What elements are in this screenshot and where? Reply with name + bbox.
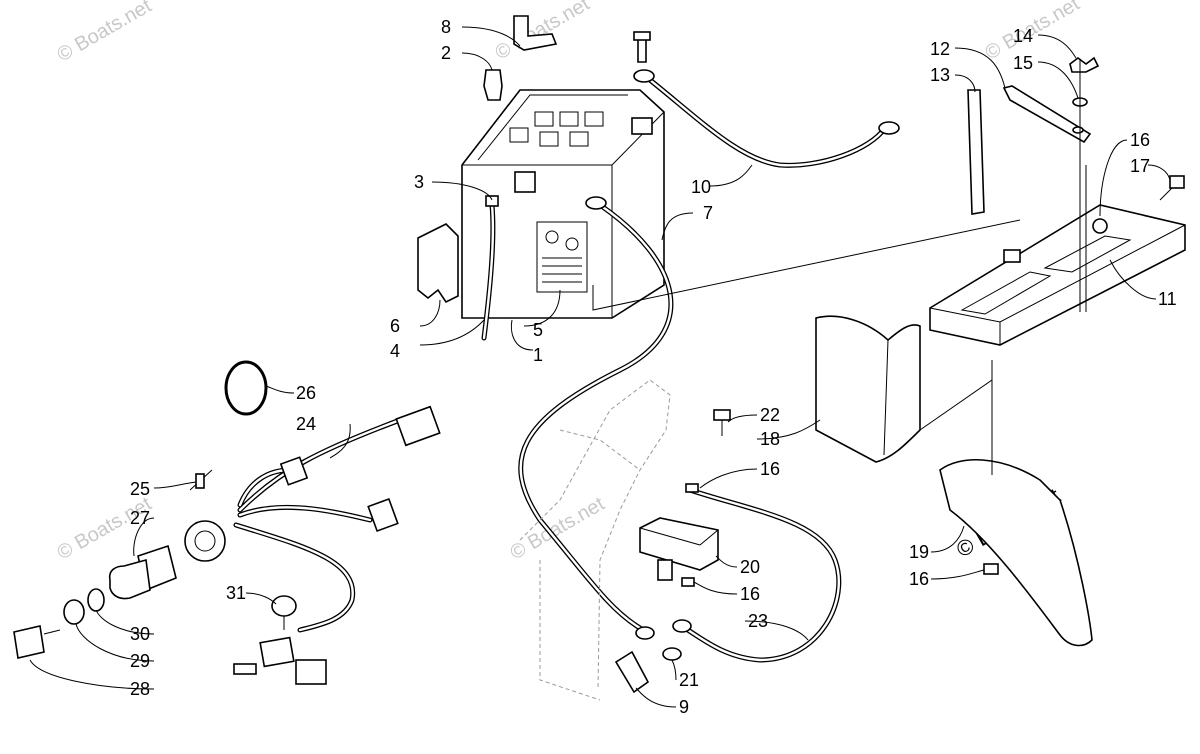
leader-lines [29, 26, 1171, 708]
cable-10-drawing [633, 31, 900, 168]
callout-24: 24 [296, 414, 316, 434]
callout-18: 18 [760, 429, 780, 449]
shield-drawing [815, 315, 921, 463]
battery-drawing [461, 89, 665, 319]
callout-29: 29 [130, 651, 150, 671]
callout-19: 19 [909, 542, 929, 562]
callout-26: 26 [296, 383, 316, 403]
callout-16-bracket: 16 [760, 459, 780, 479]
callout-5: 5 [533, 320, 543, 340]
hold-down-drawing [967, 56, 1100, 215]
battery-tray-drawing [929, 165, 1186, 346]
solenoid-drawing [639, 517, 719, 581]
callout-16-solenoid: 16 [740, 584, 760, 604]
callout-25: 25 [130, 479, 150, 499]
callout-27: 27 [130, 508, 150, 528]
callout-21: 21 [679, 670, 699, 690]
callout-10: 10 [691, 177, 711, 197]
callout-3: 3 [414, 172, 424, 192]
wiring-harness-drawing [189, 405, 441, 685]
callout-6: 6 [390, 316, 400, 336]
callout-13: 13 [930, 65, 950, 85]
watermark-text: © Boats.net [492, 0, 594, 64]
callout-31: 31 [226, 583, 246, 603]
callout-16-tray: 16 [1130, 130, 1150, 150]
callout-20: 20 [740, 557, 760, 577]
callout-28: 28 [130, 679, 150, 699]
callout-23: 23 [748, 611, 768, 631]
callout-8: 8 [441, 17, 451, 37]
callout-15: 15 [1013, 53, 1033, 73]
support-bracket-drawing [919, 360, 1093, 647]
callout-12: 12 [930, 39, 950, 59]
small-hardware-drawing [614, 409, 999, 694]
retainer-ring-drawing [224, 360, 268, 416]
callout-17: 17 [1130, 156, 1150, 176]
callout-14: 14 [1013, 26, 1033, 46]
cable-23-drawing [672, 487, 842, 663]
callout-11: 11 [1158, 289, 1177, 309]
callout-30: 30 [130, 624, 150, 644]
terminal-caps-drawing [483, 15, 558, 101]
callout-9: 9 [679, 697, 689, 717]
battery-pad-drawing [417, 223, 459, 304]
callout-labels: 8 2 3 6 4 5 1 7 10 11 12 13 14 15 16 17 … [130, 17, 1177, 717]
callout-2: 2 [441, 43, 451, 63]
ignition-switch-drawing [13, 520, 297, 659]
screw-drawing [1159, 175, 1185, 201]
watermark-text: © Boats.net [507, 493, 609, 565]
frame-outline-drawing [519, 379, 671, 701]
watermark-text: © Boats.net [54, 493, 156, 565]
callout-16-support: 16 [909, 569, 929, 589]
callout-22: 22 [760, 405, 780, 425]
callout-4: 4 [390, 341, 400, 361]
cable-7-drawing [518, 196, 674, 640]
callout-7: 7 [703, 203, 713, 223]
vent-tube-drawing [481, 195, 499, 341]
watermark-text: © Boats.net [54, 0, 156, 66]
callout-1: 1 [533, 345, 543, 365]
